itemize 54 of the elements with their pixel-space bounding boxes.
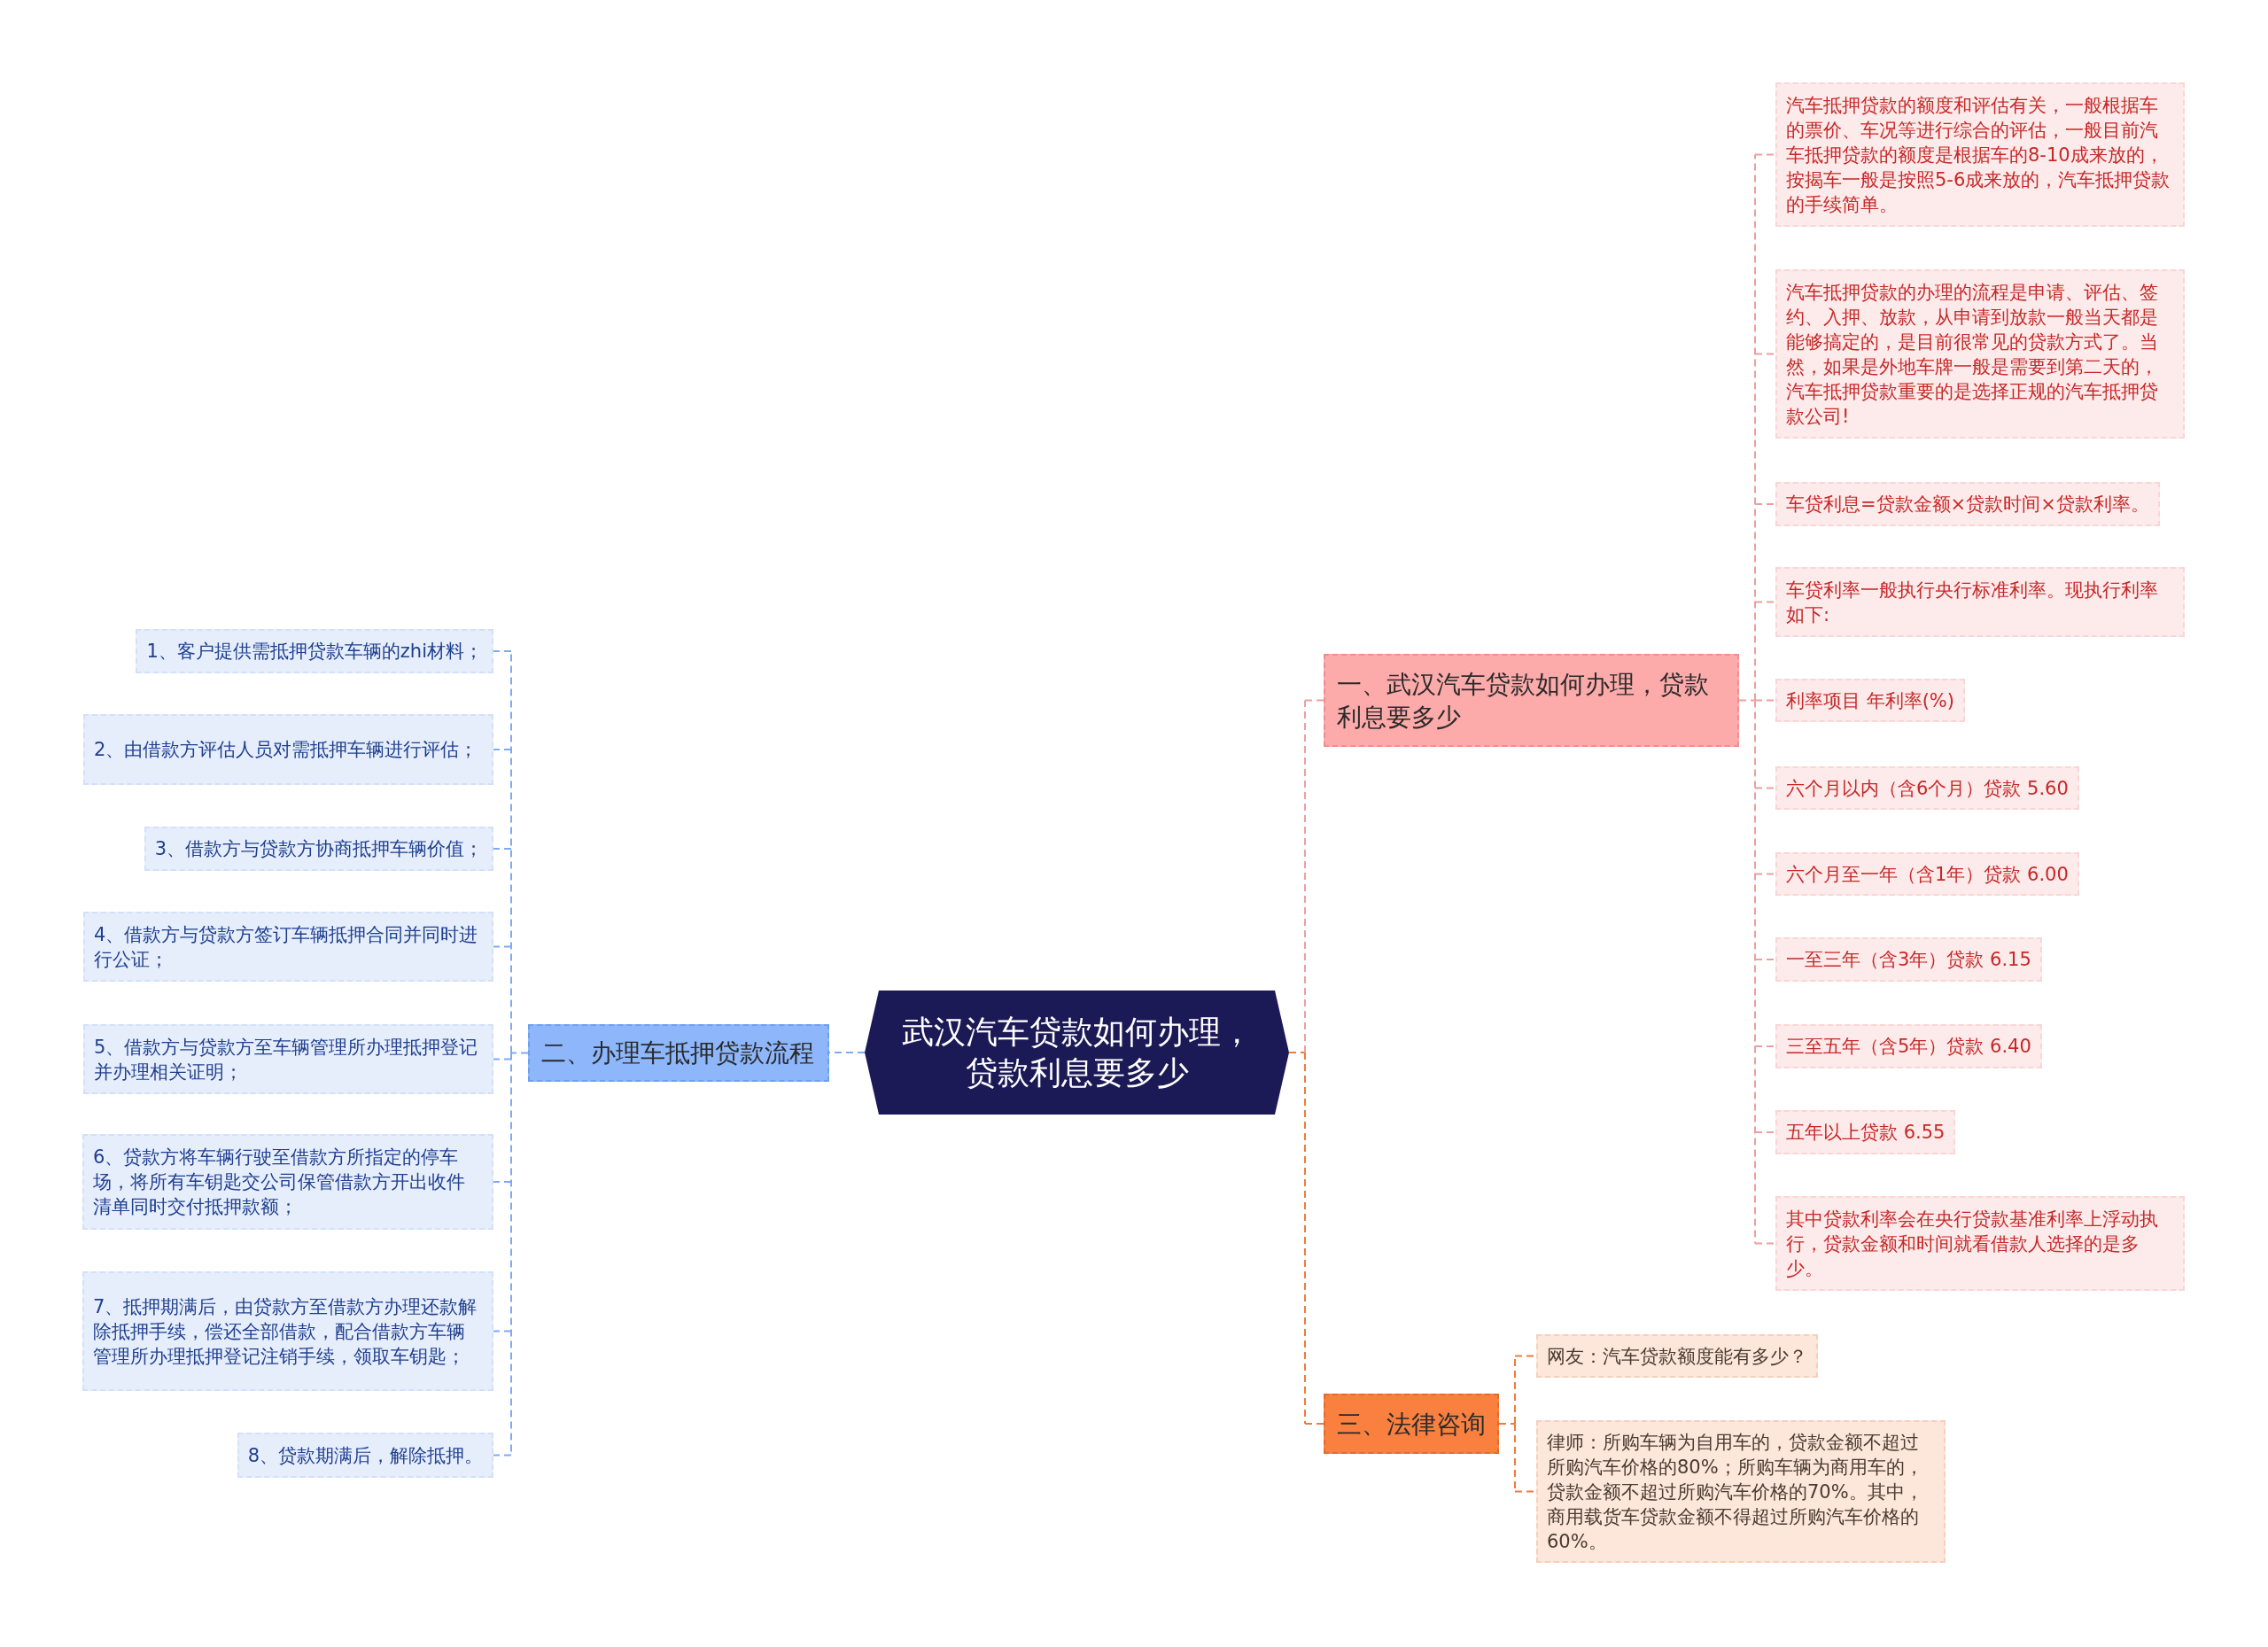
step-note: 7、抵押期满后，由贷款方至借款方办理还款解除抵押手续，偿还全部借款，配合借款方车辆管理所办理抵押登记注销手续，领取车钥匙； bbox=[82, 1271, 493, 1391]
connector-line bbox=[1754, 153, 1756, 702]
connector-line bbox=[1754, 503, 1776, 505]
qa-note: 网友：汽车贷款额度能有多少？ bbox=[1536, 1334, 1818, 1378]
detail-note: 汽车抵押贷款的办理的流程是申请、评估、签约、入押、放款，从申请到放款一般当天都是能够搞定的，是目前很常见的贷款方式了。当然，如果是外地车牌一般是需要到第二天的，汽车抵押贷款重要的是选择正规的汽车抵押贷款公司! bbox=[1775, 269, 2185, 439]
branch-topic: 二、办理车抵押贷款流程 bbox=[528, 1024, 829, 1082]
detail-note: 六个月至一年（含1年）贷款 6.00 bbox=[1775, 852, 2079, 896]
connector-line bbox=[493, 848, 512, 850]
connector-line bbox=[493, 1181, 512, 1183]
connector-line bbox=[1304, 699, 1324, 702]
detail-note: 六个月以内（含6个月）贷款 5.60 bbox=[1775, 766, 2079, 810]
connector-line bbox=[1754, 601, 1776, 603]
step-note: 3、借款方与贷款方协商抵押车辆价值； bbox=[144, 827, 493, 871]
connector-line bbox=[1498, 1423, 1516, 1425]
connector-line bbox=[1754, 1131, 1776, 1133]
detail-note: 车贷利息=贷款金额×贷款时间×贷款利率。 bbox=[1775, 482, 2160, 526]
connector-line bbox=[1738, 699, 1756, 702]
connector-line bbox=[1754, 873, 1776, 875]
detail-note: 其中贷款利率会在央行贷款基准利率上浮动执行，贷款金额和时间就看借款人选择的是多少。 bbox=[1775, 1196, 2185, 1291]
branch-topic: 一、武汉汽车贷款如何办理，贷款利息要多少 bbox=[1324, 654, 1739, 747]
step-note: 5、借款方与贷款方至车辆管理所办理抵押登记并办理相关证明； bbox=[83, 1024, 493, 1094]
step-note: 8、贷款期满后，解除抵押。 bbox=[237, 1433, 493, 1478]
connector-line bbox=[1754, 153, 1776, 156]
connector-line bbox=[493, 945, 512, 948]
step-note: 6、贷款方将车辆行驶至借款方所指定的停车场，将所有车钥匙交公司保管借款方开出收件清单同时交付抵押款额； bbox=[82, 1134, 493, 1230]
detail-note: 一至三年（含3年）贷款 6.15 bbox=[1775, 937, 2042, 982]
connector-line bbox=[1288, 1052, 1306, 1053]
connector-line bbox=[1754, 787, 1776, 789]
connector-line bbox=[493, 1454, 512, 1457]
connector-line bbox=[493, 650, 512, 652]
connector-line bbox=[493, 749, 512, 750]
connector-line bbox=[1754, 959, 1776, 960]
detail-note: 利率项目 年利率(%) bbox=[1775, 679, 1965, 722]
connector-line bbox=[1304, 1052, 1306, 1425]
connector-line bbox=[493, 1058, 512, 1060]
detail-note: 车贷利率一般执行央行标准利率。现执行利率如下: bbox=[1775, 567, 2185, 637]
step-note: 4、借款方与贷款方签订车辆抵押合同并同时进行公证； bbox=[83, 912, 493, 982]
connector-line bbox=[1754, 1045, 1776, 1047]
step-note: 2、由借款方评估人员对需抵押车辆进行评估； bbox=[83, 714, 493, 785]
connector-line bbox=[510, 1052, 529, 1054]
connector-line bbox=[1754, 353, 1776, 355]
branch-topic: 三、法律咨询 bbox=[1324, 1394, 1499, 1454]
connector-line bbox=[1304, 1423, 1324, 1425]
connector-line bbox=[1754, 699, 1756, 1245]
connector-line bbox=[1754, 1242, 1776, 1245]
detail-note: 五年以上贷款 6.55 bbox=[1775, 1110, 1956, 1154]
detail-note: 汽车抵押贷款的额度和评估有关，一般根据车的票价、车况等进行综合的评估，一般目前汽车抵押贷款的额度是根据车的8-10成来放的，按揭车一般是按照5-6成来放的，汽车抵押贷款的手续简单。 bbox=[1775, 82, 2185, 227]
step-note: 1、客户提供需抵押贷款车辆的zhi材料； bbox=[136, 629, 493, 673]
detail-note: 三至五年（含5年）贷款 6.40 bbox=[1775, 1024, 2042, 1068]
qa-note: 律师：所购车辆为自用车的，贷款金额不超过所购汽车价格的80%；所购车辆为商用车的，贷款金额不超过所购汽车价格的70%。其中，商用载货车贷款金额不得超过所购汽车价格的60%。 bbox=[1536, 1420, 1946, 1563]
central-topic: 武汉汽车贷款如何办理，贷款利息要多少 bbox=[865, 991, 1289, 1115]
connector-line bbox=[1754, 699, 1776, 702]
connector-line bbox=[1304, 699, 1306, 1053]
connector-line bbox=[493, 1330, 512, 1332]
